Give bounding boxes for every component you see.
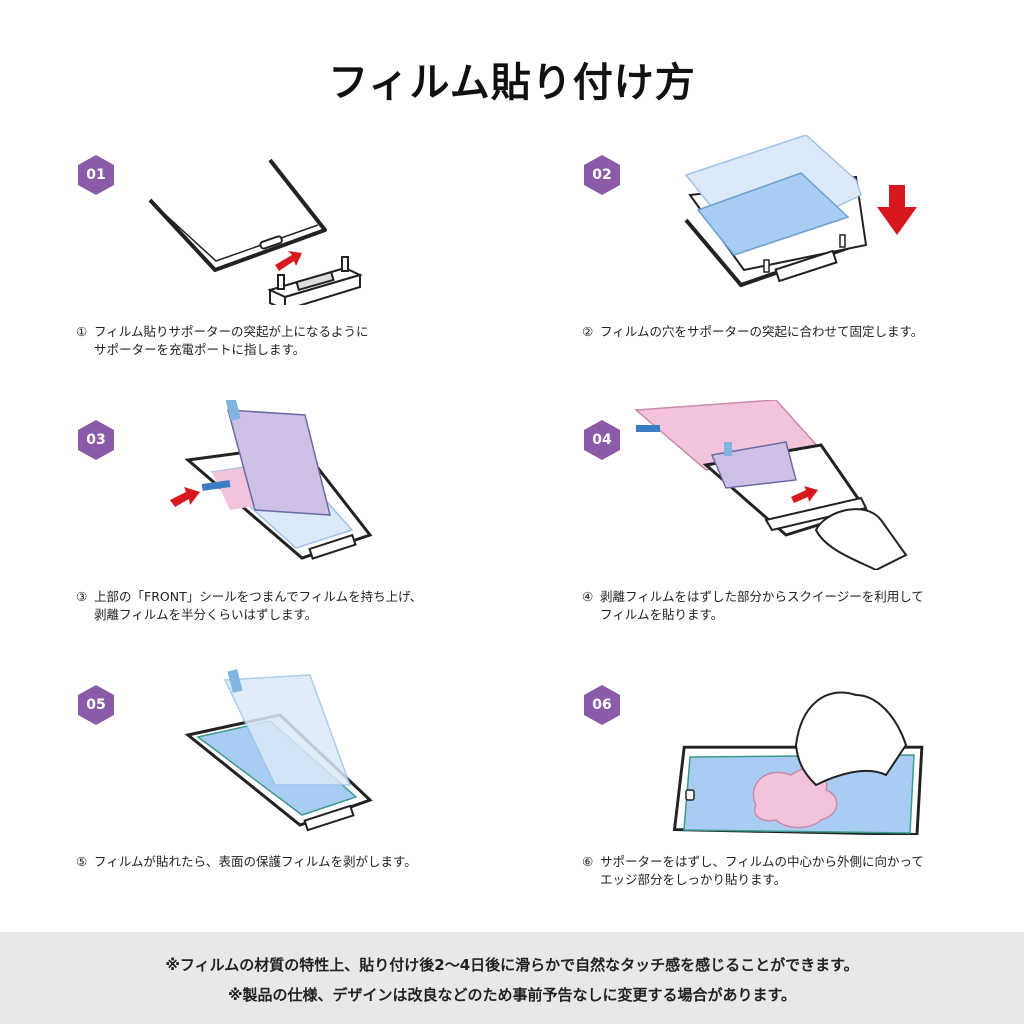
footer-notes: ※フィルムの材質の特性上、貼り付け後2〜4日後に滑らかで自然なタッチ感を感じるこ… bbox=[0, 932, 1024, 1024]
press-edges-illustration bbox=[672, 691, 924, 835]
lift-film-illustration bbox=[170, 400, 373, 560]
squeegee-illustration bbox=[634, 400, 908, 570]
film-alignment-illustration bbox=[684, 135, 917, 288]
step-badge: 05 bbox=[78, 685, 114, 725]
film-support-tool bbox=[267, 256, 363, 305]
step-badge: 03 bbox=[78, 420, 114, 460]
footer-note: ※製品の仕様、デザインは改良などのため事前予告なしに変更する場合があります。 bbox=[227, 986, 797, 1004]
step-badge: 06 bbox=[584, 685, 620, 725]
page-title: フィルム貼り付け方 bbox=[328, 60, 696, 106]
footer-note: ※フィルムの材質の特性上、貼り付け後2〜4日後に滑らかで自然なタッチ感を感じるこ… bbox=[165, 956, 859, 974]
step-badge: 04 bbox=[584, 420, 620, 460]
step-badge: 02 bbox=[584, 155, 620, 195]
step-badge: 01 bbox=[78, 155, 114, 195]
phone-charging-port-illustration bbox=[148, 158, 363, 305]
arrow-down-icon bbox=[877, 185, 917, 235]
peel-protective-film-illustration bbox=[184, 669, 373, 832]
